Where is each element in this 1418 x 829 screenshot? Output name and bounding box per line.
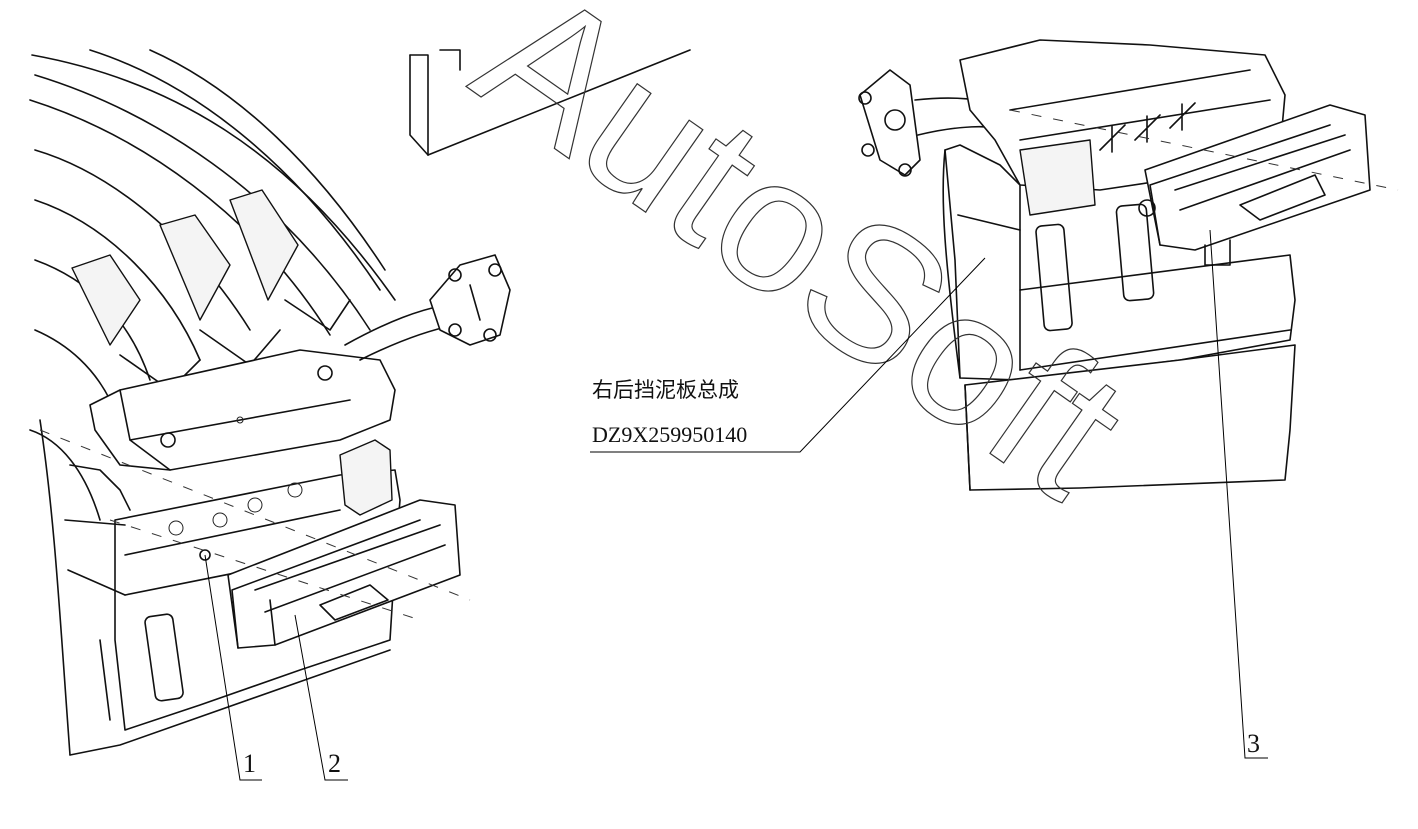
left-view: [29, 49, 511, 756]
callout-1: 1: [204, 554, 262, 781]
side-bracket: [339, 439, 393, 516]
callout-2-label: 2: [328, 749, 341, 778]
lower-panel-right: [942, 144, 1296, 381]
assembly-part-number: DZ9X259950140: [592, 422, 747, 447]
fender-arches: [29, 49, 396, 401]
tail-lamp-right: [1138, 104, 1371, 266]
reference-plate: [409, 49, 691, 156]
side-block-right: [1019, 139, 1096, 216]
assembly-leader-line: [590, 257, 986, 453]
callout-3-label: 3: [1247, 729, 1260, 758]
callout-3-leader: [1209, 229, 1268, 759]
callout-2-leader: [294, 614, 348, 781]
callout-1-leader: [204, 554, 262, 781]
assembly-name: 右后挡泥板总成: [592, 378, 739, 402]
right-view: [858, 39, 1399, 491]
callout-2: 2: [294, 614, 348, 781]
assembly-label-group: 右后挡泥板总成 DZ9X259950140: [590, 257, 986, 453]
mud-flap-right: [964, 344, 1296, 491]
callout-3: 3: [1209, 229, 1268, 759]
mount-flange-right: [858, 69, 1011, 177]
mount-tube: [344, 254, 511, 361]
upper-bracket: [89, 349, 396, 471]
tail-lamp-left: [227, 499, 461, 649]
callout-1-label: 1: [243, 749, 256, 778]
